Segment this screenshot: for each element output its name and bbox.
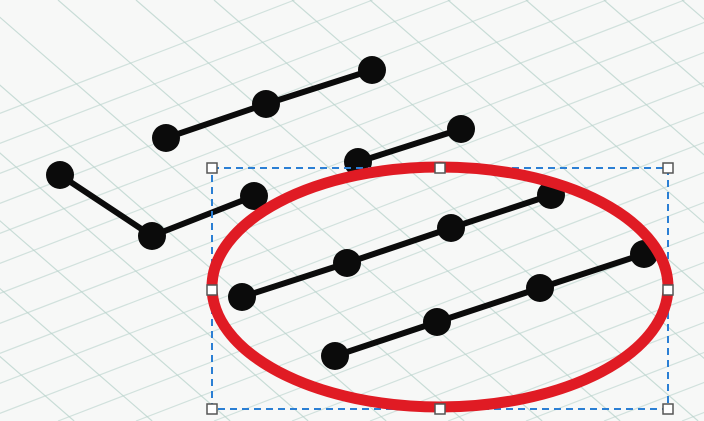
chain-selected-upper-link (239, 260, 350, 300)
chain-v-shape-link (149, 193, 257, 239)
chain-top-left-node[interactable] (252, 90, 280, 118)
chain-selected-lower-node[interactable] (321, 342, 349, 370)
grid-line (603, 0, 704, 88)
chain-links (57, 67, 647, 359)
chain-v-shape-link (57, 172, 155, 239)
grid-line (0, 0, 295, 114)
grid-line (213, 0, 699, 421)
chain-v-shape-node[interactable] (138, 222, 166, 250)
grid-line (525, 0, 704, 156)
grid-line (0, 0, 607, 234)
resize-handle[interactable] (662, 403, 674, 415)
chain-top-left-node[interactable] (358, 56, 386, 84)
chain-selected-lower-node[interactable] (526, 274, 554, 302)
resize-handle[interactable] (206, 403, 218, 415)
chain-selected-upper-node[interactable] (333, 249, 361, 277)
grid-line (0, 0, 373, 144)
grid-line (135, 0, 621, 421)
chain-v-shape-node[interactable] (46, 161, 74, 189)
resize-handle[interactable] (434, 403, 446, 415)
chain-selected-lower-link (332, 319, 440, 359)
grid-line (213, 231, 704, 421)
chain-selected-lower-node[interactable] (423, 308, 451, 336)
resize-handle[interactable] (206, 162, 218, 174)
chain-top-right-node[interactable] (447, 115, 475, 143)
resize-handle[interactable] (662, 284, 674, 296)
chain-top-left-node[interactable] (152, 124, 180, 152)
chain-top-right-link (355, 126, 464, 165)
grid-line (135, 201, 704, 421)
chain-v-shape-node[interactable] (240, 182, 268, 210)
chain-selected-lower-link (537, 251, 647, 291)
selection-handles[interactable] (206, 162, 674, 415)
resize-handle[interactable] (206, 284, 218, 296)
grid-line (0, 0, 529, 204)
grid-line (0, 152, 309, 421)
grid-line (291, 261, 704, 421)
grid-line (447, 0, 704, 224)
chain-top-left-link (163, 101, 269, 141)
grid-line (0, 84, 387, 421)
resize-handle[interactable] (434, 162, 446, 174)
grid-line (0, 0, 451, 174)
grid-line (0, 220, 231, 421)
grid-line (0, 0, 685, 264)
grid-line (57, 0, 543, 421)
chain-selected-upper-link (448, 192, 554, 231)
grid-line (0, 287, 153, 421)
chain-top-left-link (263, 67, 375, 107)
chain-selected-lower-link (434, 285, 543, 325)
chain-selected-upper-node[interactable] (228, 283, 256, 311)
chain-selected-upper-link (344, 225, 454, 266)
chain-selected-upper-node[interactable] (437, 214, 465, 242)
resize-handle[interactable] (662, 162, 674, 174)
grid-line (369, 291, 704, 421)
